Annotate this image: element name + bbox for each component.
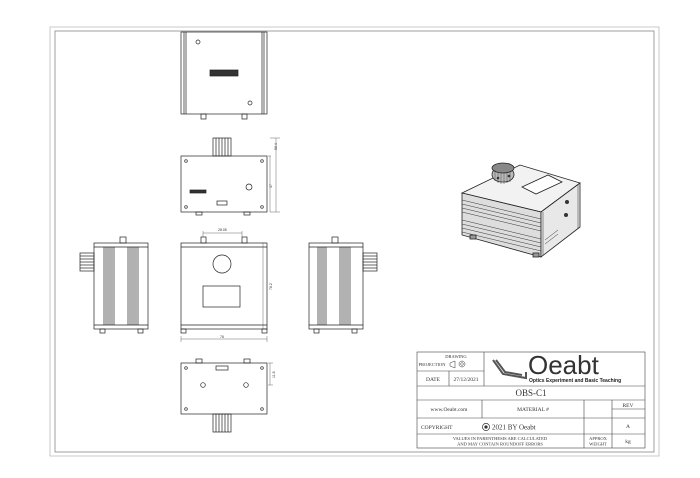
back-view [180,358,268,433]
top-view [180,31,268,120]
copyright-icon [482,423,490,431]
back-dim-label: 11.8 [272,371,276,378]
weight-label-1: APPROX [589,436,608,441]
front-height-label: 56.4 [274,143,278,150]
weight-unit: kg [625,439,631,445]
note-line-2: AND MAY CONTAIN ROUNDOFF ERRORS [457,442,543,447]
center-top-view [180,236,268,334]
rev-label: REV [623,403,634,409]
center-height-label: 78.2 [269,283,273,290]
weight-label-2: WEIGHT [589,442,607,447]
logo-swoosh-icon [492,359,527,380]
date-label: DATE [426,377,441,383]
title-block [416,351,646,449]
drawing-label: DRAWING [445,354,467,359]
front-dimensions [268,137,280,213]
part-number: OBS-C1 [515,388,546,398]
material-label: MATERIAL # [517,407,549,413]
front-view [180,137,268,216]
left-side-view [79,236,149,334]
front-height2-label: 47 [269,184,273,188]
copyright-value: 2021 BY Oeabt [492,424,536,432]
logo-text: Oeabt [528,350,600,380]
note-line-1: VALUES IN PARENTHESIS ARE CALCULATED [453,436,548,441]
outer-frame [49,26,660,457]
logo-tagline: Optics Experiment and Basic Teaching [529,378,621,384]
rev-value: A [626,424,630,430]
center-bottom-label: 76 [220,335,224,339]
website-text: www.Oeabt.com [431,407,469,413]
right-side-view [308,236,378,334]
projection-label: PROJECTION [418,362,446,367]
center-dimensions [180,231,268,342]
back-dimensions [268,362,273,386]
inner-frame [54,30,655,453]
copyright-label: COPYRIGHT [421,425,453,431]
date-value: 27/12/2021 [453,377,478,383]
projection-symbol-icon [449,360,466,369]
isometric-view [460,162,581,258]
center-top-width-label: 28.05 [218,228,227,232]
